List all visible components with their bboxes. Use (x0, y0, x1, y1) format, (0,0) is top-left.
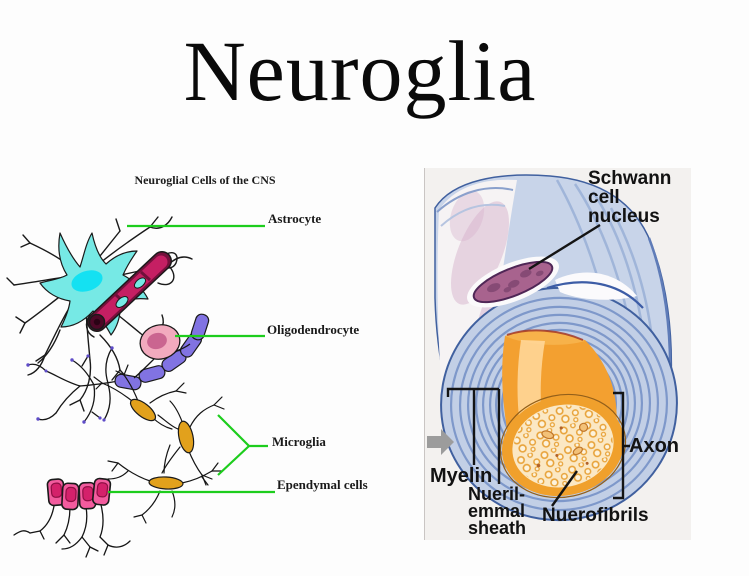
pointer-arrow-icon (427, 429, 454, 455)
microglia-processes-illustration (93, 364, 225, 524)
myelin-label: Myelin (430, 465, 493, 487)
oligodendrocyte-process-tips (26, 346, 114, 424)
microglia-cells-illustration (129, 398, 195, 490)
schwann-nucleus-illustration (467, 256, 559, 308)
microglia-leader-bracket (217, 414, 268, 476)
nerve-leader-lines (446, 223, 630, 507)
cns-illustration (6, 216, 275, 558)
nerve-fiber-illustration (427, 174, 678, 522)
oligodendrocyte-label: Oligodendrocyte (267, 322, 360, 337)
blood-vessel-illustration (87, 251, 172, 332)
oligodendrocyte-cell-illustration (133, 324, 191, 379)
cns-diagram-panel: Neuroglial Cells of the CNS Astrocyte Ol… (0, 165, 400, 565)
slide-title: Neuroglia (183, 23, 537, 119)
nerve-fiber-panel: Schwann cell nucleus Myelin Nueril- emma… (424, 168, 691, 540)
axon-label: Axon (629, 435, 679, 457)
cns-heading: Neuroglial Cells of the CNS (134, 173, 276, 187)
neurofibrils-label: Nuerofibrils (542, 505, 649, 526)
oligodendrocyte-myelin-illustration (114, 313, 210, 391)
microglia-label: Microglia (272, 434, 326, 449)
myelin-bracket (446, 387, 499, 397)
axon-bracket (613, 391, 630, 500)
neurofibrils-leader-line (551, 470, 578, 507)
axon-face-illustration (499, 393, 627, 499)
neurilemmal-sheath-label: Nueril- emmal sheath (468, 484, 527, 538)
astrocyte-label: Astrocyte (268, 211, 322, 226)
ependymal-label: Ependymal cells (277, 477, 368, 492)
leader-lines (108, 224, 275, 494)
ependymal-cells-illustration (46, 477, 112, 511)
schwann-nucleus-label: Schwann cell nucleus (588, 168, 672, 227)
ependymal-processes-illustration (13, 504, 131, 558)
schwann-leader-line (528, 223, 601, 271)
